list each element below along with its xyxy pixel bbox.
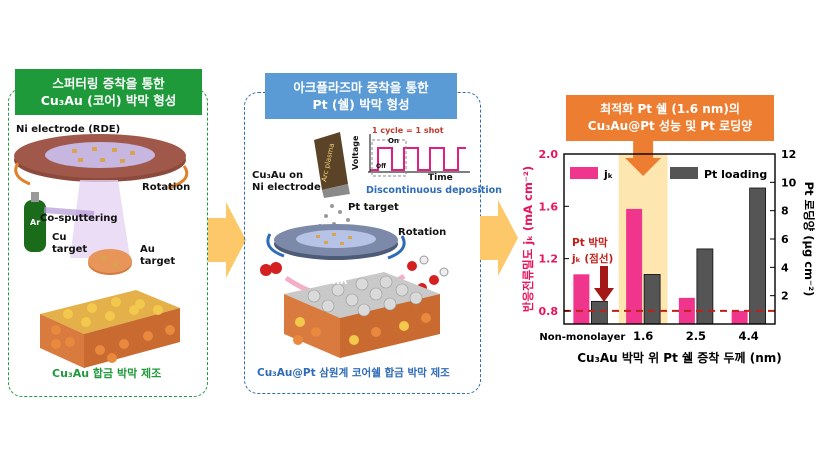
x-tick-label: 2.5 (686, 329, 706, 343)
label-cycle: 1 cycle = 1 shot (372, 126, 444, 135)
bar-pt-loading (590, 300, 608, 325)
y-tick-label-left: 1.6 (539, 200, 559, 213)
y-axis-label-left: 반응전류밀도 jₖ (mA cm⁻²) (521, 166, 535, 312)
panel3-title-line1: 최적화 Pt 쉘 (1.6 nm)의 (600, 102, 740, 116)
sputtering-illustration (14, 134, 189, 368)
label-au-target: Au target (140, 244, 176, 267)
bar-pt-loading (749, 187, 767, 325)
panel2-title: 아크플라즈마 증착을 통한 Pt (쉘) 박막 형성 (265, 73, 457, 119)
panel3-title-line2: Cu₃Au@Pt 성능 및 Pt 로딩양 (587, 119, 753, 133)
annotation-pt-film: Pt 박막 (572, 236, 608, 249)
y-tick-label-left: 0.8 (539, 305, 559, 318)
arrow-right-icon (480, 200, 518, 276)
rotation-arrow-icon (14, 162, 31, 186)
panel2-title-line2: Pt (쉘) 박막 형성 (312, 97, 410, 112)
y-tick-label-right: 6 (781, 233, 789, 246)
panel3-title: 최적화 Pt 쉘 (1.6 nm)의 Cu₃Au@Pt 성능 및 Pt 로딩양 (566, 95, 774, 141)
x-tick-label: 4.4 (738, 329, 758, 343)
y-tick-label-right: 2 (781, 290, 789, 303)
panel2-title-line1: 아크플라즈마 증착을 통한 (293, 80, 429, 95)
y-tick-label-left: 2.0 (539, 148, 559, 161)
legend-swatch-jk (570, 167, 598, 179)
label-ni-electrode: Ni electrode (RDE) (16, 124, 121, 135)
label-rotation-2: Rotation (398, 227, 447, 238)
y-tick-label-right: 8 (781, 205, 789, 218)
panel1-caption: Cu₃Au 합금 박막 제조 (52, 367, 162, 380)
label-cu-target: Cu target (52, 232, 88, 255)
ni-electrode-icon (45, 142, 155, 168)
ar-gas-cylinder-icon (24, 200, 46, 252)
y-tick-label-left: 1.2 (539, 253, 559, 266)
arc-plasma-illustration: Arc plasma (260, 132, 470, 358)
panel1-title: 스퍼터링 증착을 통한 Cu₃Au (코어) 박막 형성 (15, 69, 202, 115)
panel1-title-line1: 스퍼터링 증착을 통한 (52, 76, 165, 91)
y-tick-label-right: 10 (781, 176, 797, 189)
label-rotation-1: Rotation (142, 182, 191, 193)
y-tick-label-right: 4 (781, 261, 789, 274)
plasma-cone-icon (70, 180, 130, 258)
label-orr: ORR (324, 276, 348, 287)
annotation-arrow-icon (594, 266, 614, 302)
down-arrow-icon (625, 140, 662, 176)
y-tick-label-right: 12 (781, 148, 796, 161)
legend-label-jk: jₖ (603, 168, 613, 181)
label-cu3au-on-ni: Cu₃Au on Ni electrode (252, 170, 321, 193)
panel1-title-line2: Cu₃Au (코어) 박막 형성 (40, 93, 177, 108)
bar-pt-loading (643, 274, 661, 325)
label-time: Time (428, 173, 453, 183)
label-discontinuous: Discontinuous deposition (366, 185, 502, 196)
y-axis-label-right: Pt 로딩양 (μg cm⁻²) (802, 182, 816, 297)
bar-jk (573, 274, 590, 324)
label-off: Off (376, 163, 386, 170)
bar-pt-loading (696, 248, 714, 325)
arc-plasma-gun-icon (314, 132, 350, 198)
legend-label-pt: Pt loading (704, 168, 767, 181)
arrow-right-icon (208, 202, 246, 278)
annotation-jk-dashed: jₖ (점선) (571, 252, 613, 265)
bar-jk (731, 310, 748, 324)
x-tick-label: 1.6 (633, 329, 653, 343)
label-on: On (388, 137, 399, 145)
x-axis-label: Cu₃Au 박막 위 Pt 쉘 증착 두께 (nm) (577, 350, 782, 365)
pulse-waveform-icon (370, 147, 466, 171)
legend-swatch-pt (670, 167, 698, 179)
label-ar: Ar (30, 218, 41, 227)
panel2-caption: Cu₃Au@Pt 삼원계 코어쉘 합금 박막 제조 (257, 367, 450, 379)
bar-jk (626, 208, 643, 324)
x-tick-label: Non-monolayer (539, 332, 625, 343)
label-co-sputtering: Co-sputtering (40, 213, 118, 224)
label-pt-target: Pt target (348, 202, 399, 213)
